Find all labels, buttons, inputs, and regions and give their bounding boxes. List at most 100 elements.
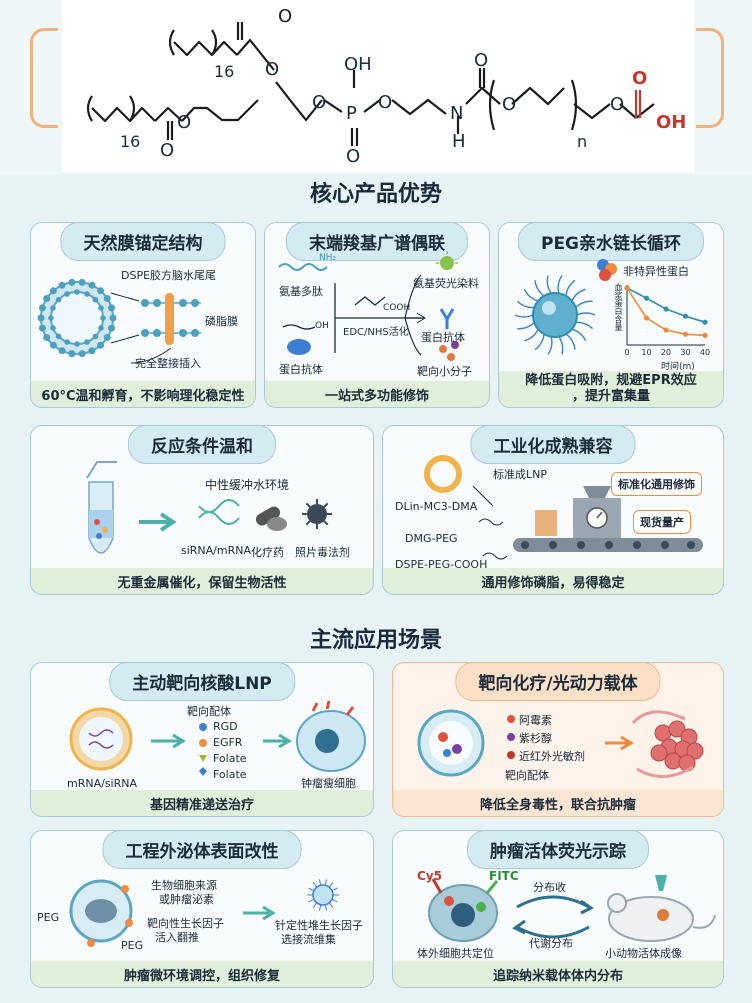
formula-atom-o1: O xyxy=(278,6,293,27)
chart-x-tick-label: 0 xyxy=(624,348,629,357)
formula-atom-o9: O xyxy=(502,94,517,115)
card7-drug-2: 紫杉醇 xyxy=(519,732,552,745)
card9-title: 肿瘤活体荧光示踪 xyxy=(467,831,649,869)
card-exosome: 工程外泌体表面改性 生物细胞来源 或肿瘤泌素 靶向性生长因子 活入翻推 PEG … xyxy=(30,830,374,988)
chart-point xyxy=(643,295,650,301)
chart-x-tick-label: 20 xyxy=(661,348,671,357)
chart-point xyxy=(702,319,708,325)
card8-factor-line1: 靶向性生长因子 xyxy=(147,917,224,930)
card3-legend: 非特异性蛋白 xyxy=(623,265,689,278)
card1-footer: 60°C温和孵育，不影响理化稳定性 xyxy=(31,381,255,407)
card3-footer-line1: 降低蛋白吸附，规避EPR效应 xyxy=(525,373,697,388)
formula-atom-o10: O xyxy=(610,94,625,115)
chart-x-tick-label: 30 xyxy=(680,348,690,357)
card4-footer: 无重金属催化，保留生物活性 xyxy=(31,568,373,594)
formula-atom-o2: O xyxy=(265,59,280,80)
card-targeted-lnp: 主动靶向核酸LNP 靶向配体 RGD EGFR Folate Folate mR… xyxy=(30,662,374,817)
formula-atom-p: P xyxy=(346,103,357,124)
card6-cell: 钟瘤瘦细胞 xyxy=(301,777,356,790)
targeted-lnp-illustration xyxy=(69,700,366,776)
formula-atom-o5: O xyxy=(312,92,327,113)
card4-item-2: 化疗药 xyxy=(251,546,284,559)
card8-factor-line2: 活入翻推 xyxy=(155,931,199,944)
exosome-illustration xyxy=(69,879,339,947)
card3-title: PEG亲水链长循环 xyxy=(517,223,705,261)
liposome-illustration xyxy=(37,278,201,364)
formula-atom-o3: O xyxy=(177,112,192,133)
card6-ligand-title: 靶向配体 xyxy=(187,705,231,718)
chemo-illustration xyxy=(417,709,704,778)
applications-title: 主流应用场景 xyxy=(309,628,442,653)
formula-subscript-top: 16 xyxy=(214,62,235,81)
card6-footer: 基因精准递送治疗 xyxy=(31,790,373,816)
card-mild-conditions: 反应条件温和 中性缓冲水环境 siRNA/mRNA 化疗药 照片毒法剂 无重金属… xyxy=(30,425,374,595)
formula-atom-o4: O xyxy=(160,140,175,161)
card6-title: 主动靶向核酸LNP xyxy=(109,663,295,701)
chart-point xyxy=(663,306,669,312)
card3-y-label: 血浆蛋白含量 xyxy=(614,283,623,331)
card4-title: 反应条件温和 xyxy=(128,426,276,464)
card-carboxyl-coupling: 末端羧基广谱偶联 NH₂ 氨基多肽 OH 蛋白抗体 COOH EDC/NHS活化… xyxy=(264,222,490,408)
formula-subscript-bottom: 16 xyxy=(120,132,141,151)
card3-footer: 降低蛋白吸附，规避EPR效应 ，提升富集量 xyxy=(499,371,723,407)
card9-fitc: FITC xyxy=(489,869,519,883)
card5-std-lnp: 标准成LNP xyxy=(493,468,547,481)
card2-left-item-1: 氨基多肽 xyxy=(279,285,323,298)
card9-metabolize: 代谢分布 xyxy=(529,937,573,950)
industrial-illustration xyxy=(424,455,703,560)
chart-point xyxy=(682,313,689,319)
card4-item-1: siRNA/mRNA xyxy=(181,544,252,557)
chemical-formula: O O O O O OH P O O N H O O O O OH n 16 1… xyxy=(62,0,694,172)
coupling-illustration xyxy=(278,251,459,361)
card7-drug-1: 阿霉素 xyxy=(519,714,552,727)
card8-peg-1: PEG xyxy=(37,911,60,924)
card2-cooh: COOH xyxy=(383,303,411,313)
card8-source-line2: 或肿瘤泌素 xyxy=(159,893,214,906)
card3-footer-line2: ，提升富集量 xyxy=(571,389,650,404)
card9-distribute: 分布收 xyxy=(533,881,566,894)
card6-ligand-2: EGFR xyxy=(213,736,243,749)
formula-atom-h: H xyxy=(452,131,466,152)
card2-activation: EDC/NHS活化 xyxy=(343,327,409,338)
card7-title: 靶向化疗/光动力载体 xyxy=(455,663,661,701)
card8-result-line1: 针定性堆生长因子 xyxy=(275,919,363,932)
card-fluorescence-tracking: 肿瘤活体荧光示踪 Cy5 FITC 分布收 代谢分布 体外细胞共定位 小动物活体… xyxy=(392,830,724,988)
card2-oh: OH xyxy=(315,321,329,331)
formula-skeleton xyxy=(86,22,655,146)
card2-right-item-1: 氨基荧光染料 xyxy=(413,277,479,290)
card3-x-label: 时间(m) xyxy=(661,362,695,372)
formula-atom-o11: O xyxy=(632,68,648,89)
card1-label-insert: 完全整接插入 xyxy=(135,357,201,370)
formula-atom-n: N xyxy=(450,103,464,124)
mild-conditions-illustration xyxy=(86,461,332,554)
advantages-title: 核心产品优势 xyxy=(309,182,442,207)
card7-drug-3: 近红外光敏剂 xyxy=(519,750,585,763)
chart-point xyxy=(663,327,669,333)
card2-footer: 一站式多功能修饰 xyxy=(265,381,489,407)
card6-ligand-1: RGD xyxy=(213,720,238,733)
card6-ligand-4: Folate xyxy=(213,768,247,781)
tracking-illustration xyxy=(428,875,716,942)
card2-left-item-2: 蛋白抗体 xyxy=(279,363,323,376)
formula-atom-acid-oh: OH xyxy=(656,112,687,133)
card-membrane-anchor: 天然膜锚定结构 DSPE胶方脑水尾尾 磷脂膜 完全整接插入 60°C温和孵育，不… xyxy=(30,222,256,408)
chart-point xyxy=(643,315,650,321)
card8-title: 工程外泌体表面改性 xyxy=(102,831,302,869)
card4-env: 中性缓冲水环境 xyxy=(205,478,290,492)
right-bracket-decoration xyxy=(696,28,724,128)
card6-ligand-3: Folate xyxy=(213,752,247,765)
card1-title: 天然膜锚定结构 xyxy=(60,223,226,261)
card2-right-item-2: 蛋白抗体 xyxy=(421,331,465,344)
chart-x-tick-label: 40 xyxy=(700,348,710,357)
card5-tag-stock: 现货量产 xyxy=(633,510,691,534)
card7-ligand: 靶向配体 xyxy=(505,769,549,782)
card9-animal-label: 小动物活体成像 xyxy=(605,947,682,960)
chart-point xyxy=(624,285,630,291)
card9-cell-label: 体外细胞共定位 xyxy=(417,947,494,960)
card8-peg-2: PEG xyxy=(121,939,144,952)
card2-title: 末端羧基广谱偶联 xyxy=(286,223,468,261)
card8-source-line1: 生物细胞来源 xyxy=(151,879,217,892)
card4-item-3: 照片毒法剂 xyxy=(295,546,350,559)
chart-point xyxy=(702,332,708,338)
